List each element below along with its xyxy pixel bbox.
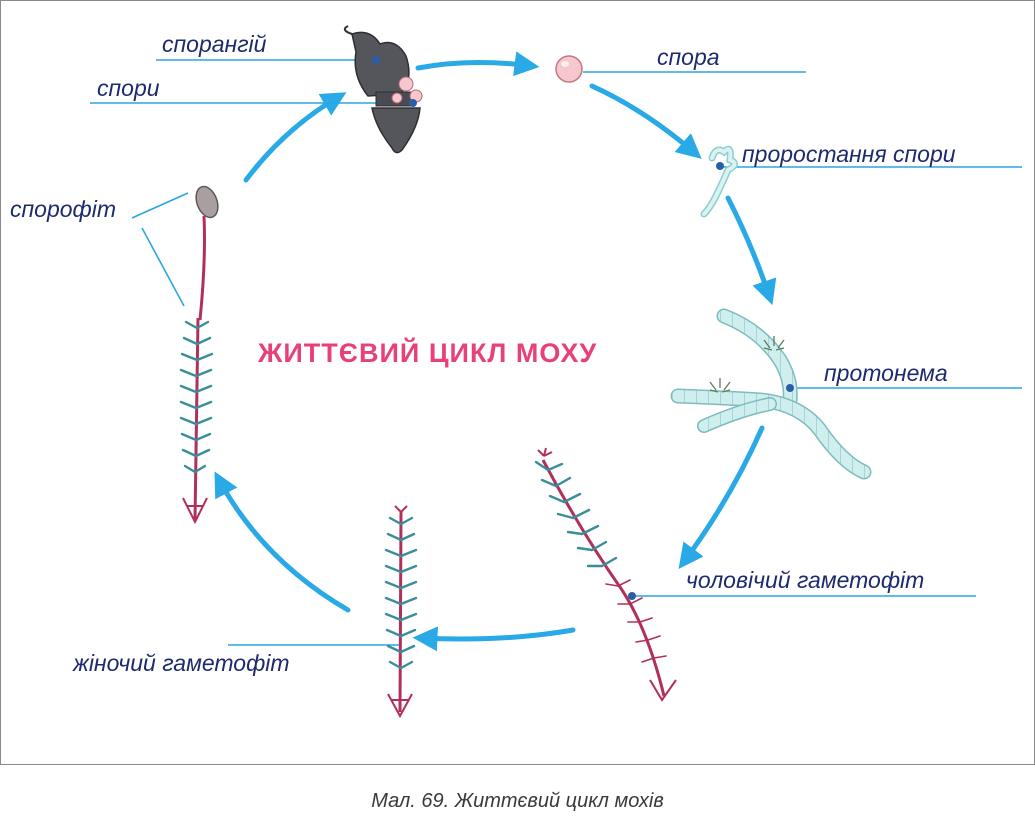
label-spore: спора	[657, 44, 720, 70]
leader-sporophyte-1	[131, 192, 189, 219]
male-gametophyte-illustration	[534, 447, 677, 702]
label-protonema: протонема	[824, 360, 948, 386]
label-spores: спори	[97, 75, 160, 101]
arrow-spore-to-germination	[589, 83, 702, 159]
cycle-arrows	[214, 51, 777, 652]
female-gametophyte-illustration	[384, 505, 418, 719]
arrow-sporangium-to-spore	[415, 51, 540, 77]
label-sporophyte: спорофіт	[10, 196, 117, 222]
arrow-germination-to-protonema	[725, 195, 777, 306]
label-male-gametophyte: чоловічий гаметофіт	[686, 567, 925, 593]
leader-lines	[90, 59, 1022, 646]
arrow-male-to-female	[412, 626, 576, 652]
label-sporangium: спорангій	[162, 31, 267, 57]
sporangium-illustration	[343, 25, 423, 154]
spore-illustration	[555, 55, 583, 83]
diagram-title: ЖИТТЄВИЙ ЦИКЛ МОХУ	[258, 338, 598, 368]
leader-sporophyte-2	[141, 227, 185, 307]
sporophyte-illustration	[179, 185, 219, 525]
label-female-gametophyte: жіночий гаметофіт	[73, 650, 290, 676]
moss-life-cycle-diagram	[90, 25, 1022, 719]
spore-germination-illustration	[700, 145, 738, 218]
protonema-illustration	[670, 308, 872, 480]
arrow-sporophyte-to-sporangium	[243, 92, 347, 183]
figure-caption: Мал. 69. Життєвий цикл мохів	[371, 790, 664, 812]
label-spore-germination: проростання спори	[742, 141, 956, 167]
arrow-female-to-sporophyte	[214, 471, 351, 613]
arrow-protonema-to-male	[678, 425, 765, 570]
